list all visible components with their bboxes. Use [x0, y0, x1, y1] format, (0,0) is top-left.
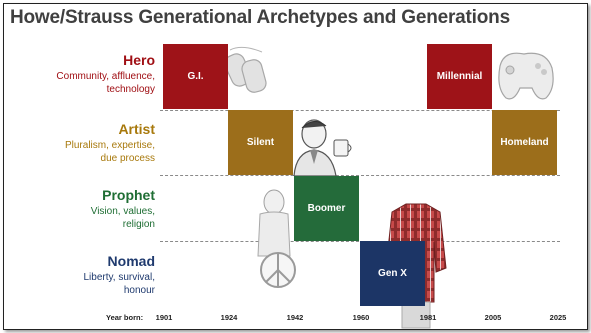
archetype-description: technology	[106, 84, 155, 95]
axis-tick: 1924	[220, 313, 238, 322]
generation-gi: G.I.	[163, 44, 228, 109]
row-divider	[160, 175, 560, 176]
archetype-description: honour	[123, 285, 155, 296]
peace-sign-figure-icon	[257, 189, 296, 288]
archetype-prophet: Prophet Vision, values, religion	[10, 187, 155, 247]
generation-homeland: Homeland	[492, 110, 557, 175]
man-with-coffee-icon	[293, 119, 352, 176]
axis-tick: 2005	[484, 313, 502, 322]
archetype-hero: Hero Community, affluence, technology	[10, 52, 155, 112]
dog-tags-icon	[224, 46, 267, 93]
axis-tick: 1960	[352, 313, 370, 322]
generation-silent: Silent	[228, 110, 293, 175]
archetype-description: due process	[100, 153, 155, 164]
generation-gen-x: Gen X	[360, 241, 425, 306]
generation-millennial: Millennial	[427, 44, 492, 109]
archetype-description: Liberty, survival,	[83, 272, 155, 283]
archetype-description: Community, affluence,	[56, 71, 155, 82]
archetype-name: Hero	[123, 52, 155, 68]
archetype-nomad: Nomad Liberty, survival, honour	[10, 253, 155, 313]
game-controller-icon	[498, 52, 554, 100]
axis-tick: 1942	[286, 313, 304, 322]
archetype-name: Nomad	[107, 253, 155, 269]
archetype-description: religion	[122, 219, 155, 230]
slide-title: Howe/Strauss Generational Archetypes and…	[10, 7, 510, 28]
axis-tick: 2025	[549, 313, 567, 322]
archetype-name: Prophet	[102, 187, 155, 203]
archetype-artist: Artist Pluralism, expertise, due process	[10, 121, 155, 181]
archetype-description: Pluralism, expertise,	[64, 140, 155, 151]
axis-prefix: Year born:	[106, 313, 144, 322]
axis-tick: 1981	[419, 313, 437, 322]
archetype-description: Vision, values,	[90, 206, 155, 217]
generation-boomer: Boomer	[294, 176, 359, 241]
row-divider	[160, 110, 560, 111]
archetype-name: Artist	[118, 121, 155, 137]
axis-tick: 1901	[155, 313, 173, 322]
